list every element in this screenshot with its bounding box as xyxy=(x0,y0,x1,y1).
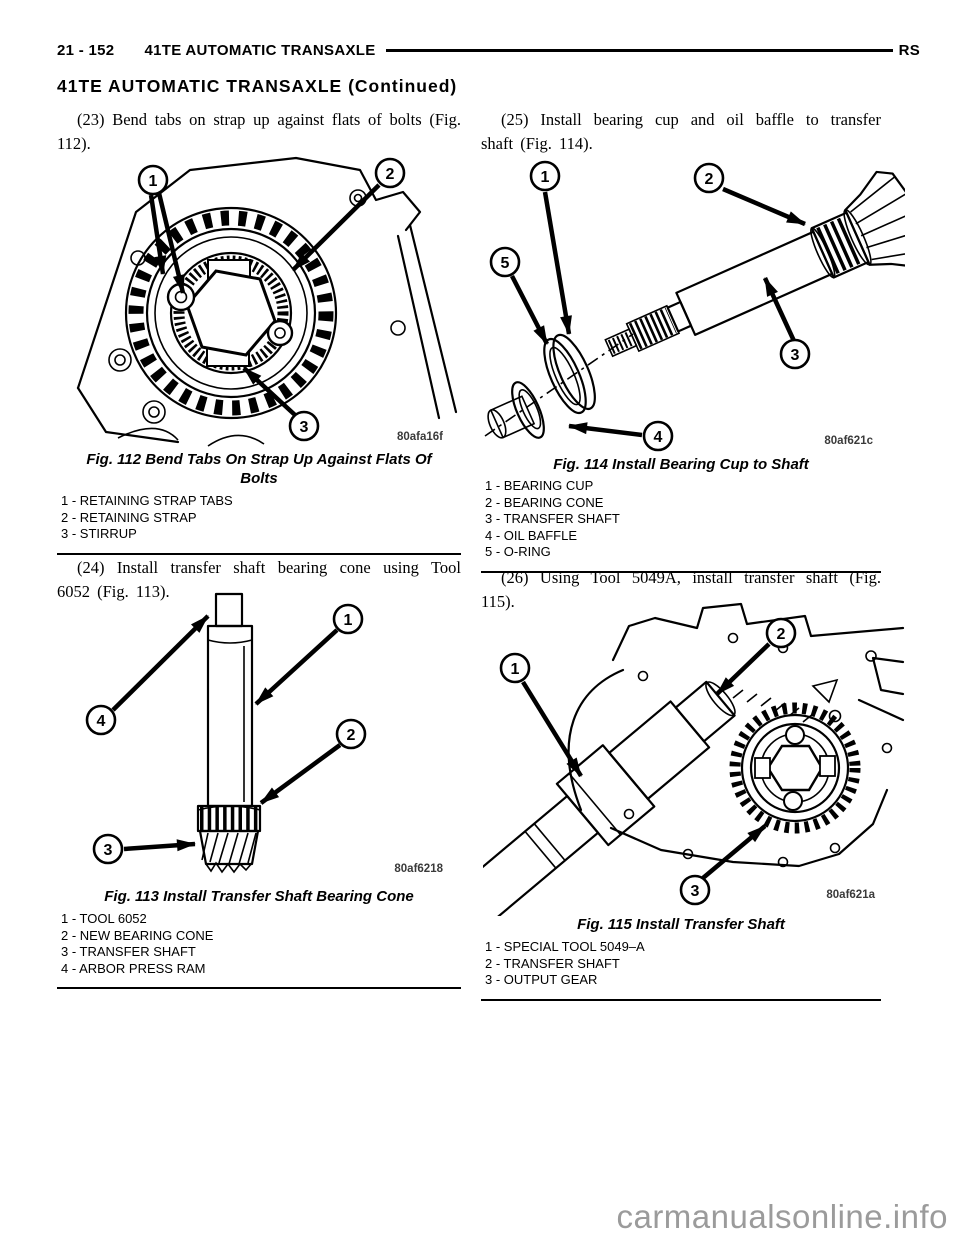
output-gear xyxy=(729,702,861,834)
header-rule xyxy=(385,49,893,52)
legend-item: 2 - TRANSFER SHAFT xyxy=(485,955,620,971)
continued-heading: 41TE AUTOMATIC TRANSAXLE (Continued) xyxy=(57,76,458,96)
svg-text:3: 3 xyxy=(104,842,113,859)
svg-text:4: 4 xyxy=(654,429,663,446)
callout-1: 1 xyxy=(332,603,364,635)
header-section-title: 41TE AUTOMATIC TRANSAXLE xyxy=(144,42,376,59)
step-23-paragraph: (23) Bend tabs on strap up against flats… xyxy=(57,110,461,153)
tool-6052-tube xyxy=(206,624,254,808)
svg-text:2: 2 xyxy=(705,171,714,188)
legend-item: 1 - TOOL 6052 xyxy=(61,911,147,926)
legend-item: 1 - BEARING CUP xyxy=(485,478,594,493)
figure-code-label: 80afa16f xyxy=(397,431,443,443)
callout-1: 1 xyxy=(137,164,169,196)
fig-113-svg: 1 2 3 4 80af6218 xyxy=(85,592,444,875)
callout-3: 3 xyxy=(779,338,811,370)
fig-114-caption: Fig. 114 Install Bearing Cup to Shaft xyxy=(553,456,809,473)
legend-item: 4 - OIL BAFFLE xyxy=(485,527,577,543)
callout-2: 2 xyxy=(374,157,406,189)
callout-2: 2 xyxy=(693,162,725,194)
legend-item: 2 - BEARING CONE xyxy=(485,494,604,510)
legend-item: 3 - OUTPUT GEAR xyxy=(485,972,598,988)
legend-item: 5 - O-RING xyxy=(485,544,551,560)
callout-3: 3 xyxy=(679,874,711,906)
legend-item: 1 - RETAINING STRAP TABS xyxy=(61,493,233,508)
fig-113-legend: 1 - TOOL 6052 2 - NEW BEARING CONE 3 - T… xyxy=(57,911,461,990)
fig-114-svg: 1 2 3 4 5 80af621c xyxy=(484,160,905,452)
page-number: 21 - 152 xyxy=(57,42,115,59)
fig-112-illustration: 1 2 3 80afa16f xyxy=(58,150,460,448)
callout-2: 2 xyxy=(335,718,367,750)
page-header: 21 - 152 41TE AUTOMATIC TRANSAXLE RS xyxy=(57,42,920,59)
leader-arrows xyxy=(148,183,381,417)
fig-115-illustration: 1 2 3 80af621a xyxy=(483,598,905,916)
special-tool-5049a xyxy=(483,680,736,916)
bevel-gear xyxy=(843,170,905,269)
fig-112-caption: Fig. 112 Bend Tabs On Strap Up Against F… xyxy=(86,451,432,487)
leader-arrows xyxy=(521,642,771,880)
arbor-press-ram xyxy=(214,592,244,628)
svg-text:2: 2 xyxy=(347,727,356,744)
new-bearing-cone xyxy=(196,804,262,833)
svg-text:5: 5 xyxy=(501,255,510,272)
watermark: carmanualsonline.info xyxy=(616,1198,948,1235)
ring-gear xyxy=(124,206,338,420)
callout-3: 3 xyxy=(92,833,124,865)
fig-114-legend: 1 - BEARING CUP 2 - BEARING CONE 3 - TRA… xyxy=(481,478,881,573)
svg-text:1: 1 xyxy=(149,173,158,190)
legend-item: 1 - SPECIAL TOOL 5049–A xyxy=(485,939,645,954)
fig-113-caption: Fig. 113 Install Transfer Shaft Bearing … xyxy=(104,888,414,905)
transaxle-case xyxy=(567,602,905,868)
svg-text:1: 1 xyxy=(344,612,353,629)
svg-text:4: 4 xyxy=(97,713,106,730)
figure-code-label: 80af6218 xyxy=(394,863,443,875)
legend-item: 2 - NEW BEARING CONE xyxy=(61,927,214,943)
figure-code-label: 80af621a xyxy=(826,889,875,901)
centerline xyxy=(484,333,634,437)
step-26-paragraph: (26) Using Tool 5049A, install transfer … xyxy=(481,568,881,611)
callout-5: 5 xyxy=(489,246,521,278)
svg-text:1: 1 xyxy=(541,169,550,186)
bearing-splines xyxy=(169,251,293,375)
callout-4: 4 xyxy=(85,704,117,736)
oil-baffle xyxy=(487,381,545,439)
callout-3: 3 xyxy=(288,410,320,442)
callout-4: 4 xyxy=(642,420,674,452)
transfer-shaft-gear xyxy=(198,829,260,874)
fig-112-legend: 1 - RETAINING STRAP TABS 2 - RETAINING S… xyxy=(57,493,461,555)
fig-115-legend: 1 - SPECIAL TOOL 5049–A 2 - TRANSFER SHA… xyxy=(481,939,881,1001)
svg-text:3: 3 xyxy=(791,347,800,364)
svg-text:1: 1 xyxy=(511,661,520,678)
svg-text:3: 3 xyxy=(691,883,700,900)
svg-text:2: 2 xyxy=(386,166,395,183)
fig-113-illustration: 1 2 3 4 80af6218 xyxy=(58,592,460,880)
callout-2: 2 xyxy=(765,617,797,649)
case-outline xyxy=(76,156,458,447)
svg-text:3: 3 xyxy=(300,419,309,436)
leader-arrows xyxy=(509,186,806,438)
legend-item: 3 - TRANSFER SHAFT xyxy=(61,944,196,960)
callout-1: 1 xyxy=(499,652,531,684)
step-24-paragraph: (24) Install transfer shaft bearing cone… xyxy=(57,558,461,601)
fig-115-caption: Fig. 115 Install Transfer Shaft xyxy=(577,916,785,933)
transfer-shaft xyxy=(604,170,905,358)
fig-114-illustration: 1 2 3 4 5 80af621c xyxy=(483,148,905,453)
step-25-paragraph: (25) Install bearing cup and oil baffle … xyxy=(481,110,881,153)
legend-item: 3 - STIRRUP xyxy=(61,526,137,542)
stirrup-hexagon xyxy=(185,269,277,357)
header-region-code: RS xyxy=(898,42,920,59)
legend-item: 3 - TRANSFER SHAFT xyxy=(485,511,620,527)
figure-code-label: 80af621c xyxy=(824,435,873,447)
fig-115-svg: 1 2 3 80af621a xyxy=(483,602,905,916)
legend-item: 4 - ARBOR PRESS RAM xyxy=(61,960,206,976)
leader-arrows xyxy=(111,614,342,852)
fig-112-svg: 1 2 3 80afa16f xyxy=(76,156,458,447)
svg-text:2: 2 xyxy=(777,626,786,643)
callout-1: 1 xyxy=(529,160,561,192)
legend-item: 2 - RETAINING STRAP xyxy=(61,509,197,525)
